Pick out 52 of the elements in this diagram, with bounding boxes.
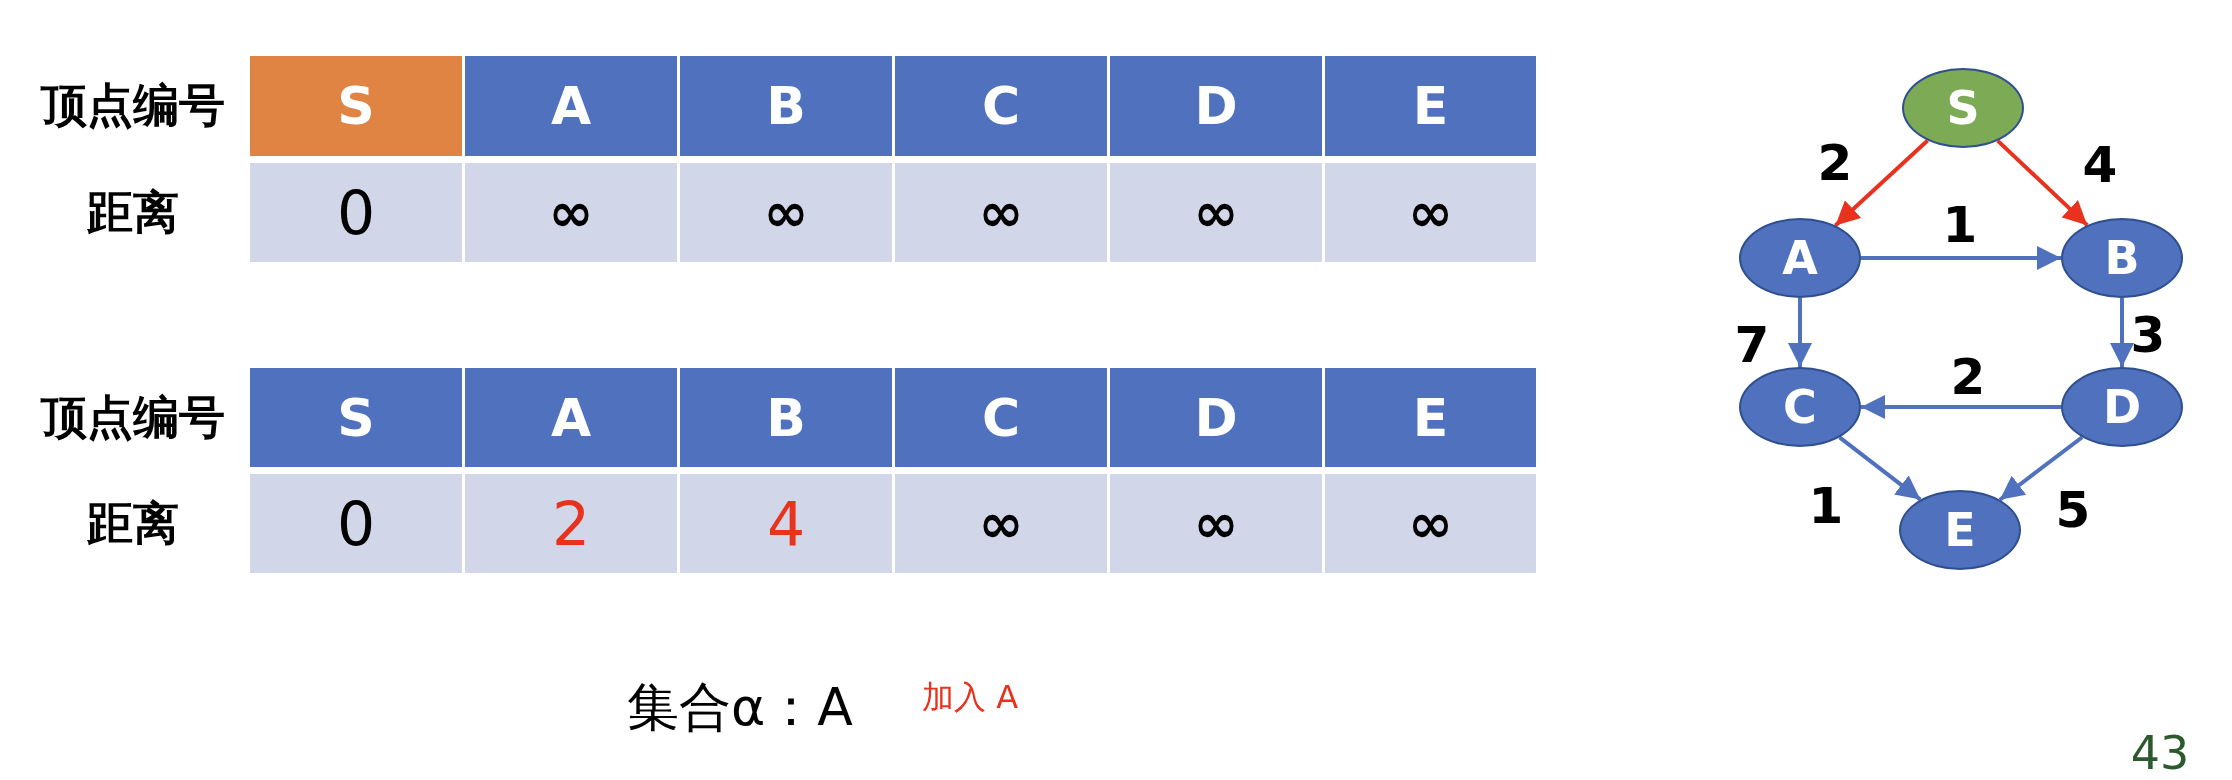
table-cell: ∞ bbox=[680, 163, 892, 262]
table-header-cell: C bbox=[895, 368, 1107, 467]
table-header-cell: E bbox=[1325, 368, 1536, 467]
arrow bbox=[1996, 139, 2089, 227]
table-cell: 0 bbox=[250, 163, 462, 262]
arrow bbox=[1861, 246, 2061, 270]
table-cell: 0 bbox=[250, 474, 462, 573]
arrow bbox=[1788, 298, 1812, 367]
vertex-ellipse: E bbox=[1899, 490, 2021, 570]
edge-label: 1 bbox=[1941, 197, 1979, 253]
vertex-ellipse: S bbox=[1902, 68, 2024, 148]
edge-label: 4 bbox=[2081, 137, 2119, 193]
table-cell: ∞ bbox=[1325, 163, 1536, 262]
table-cell: ∞ bbox=[1325, 474, 1536, 573]
vertex-ellipse: C bbox=[1739, 367, 1861, 447]
page-number: 43 bbox=[2129, 725, 2191, 780]
table-header-cell: B bbox=[680, 368, 892, 467]
table-header-cell: A bbox=[465, 56, 677, 156]
arrow bbox=[2110, 298, 2134, 367]
row-label: 顶点编号 bbox=[39, 388, 226, 446]
row-label: 顶点编号 bbox=[39, 77, 226, 134]
arrow bbox=[1861, 395, 2061, 419]
table-cell: 4 bbox=[680, 474, 892, 573]
row-label: 距离 bbox=[85, 183, 180, 241]
arrow bbox=[1998, 435, 2084, 502]
table-header-cell: D bbox=[1110, 56, 1322, 156]
table-cell: ∞ bbox=[465, 163, 677, 262]
table-cell: ∞ bbox=[1110, 474, 1322, 573]
note-text: 加入 A bbox=[920, 676, 1020, 718]
vertex-ellipse: A bbox=[1739, 218, 1861, 298]
edge-label: 3 bbox=[2129, 307, 2167, 363]
row-label: 距离 bbox=[85, 494, 180, 552]
table-cell: ∞ bbox=[895, 474, 1107, 573]
vertex-ellipse: B bbox=[2061, 218, 2183, 298]
arrow bbox=[1834, 139, 1929, 227]
table-cell: ∞ bbox=[1110, 163, 1322, 262]
table-header-cell: E bbox=[1325, 56, 1536, 156]
table-header-cell: S bbox=[250, 368, 462, 467]
table-header-cell: B bbox=[680, 56, 892, 156]
edge-label: 5 bbox=[2054, 482, 2092, 538]
set-text: 集合α：A bbox=[626, 675, 854, 739]
vertex-ellipse: D bbox=[2061, 367, 2183, 447]
table-header-cell: S bbox=[250, 56, 462, 156]
table-header-cell: C bbox=[895, 56, 1107, 156]
table-header-cell: D bbox=[1110, 368, 1322, 467]
arrow bbox=[1838, 435, 1922, 502]
table-cell: ∞ bbox=[895, 163, 1107, 262]
edge-label: 2 bbox=[1949, 349, 1987, 405]
edge-label: 2 bbox=[1816, 135, 1854, 191]
table-cell: 2 bbox=[465, 474, 677, 573]
edge-label: 1 bbox=[1807, 478, 1845, 534]
table-header-cell: A bbox=[465, 368, 677, 467]
